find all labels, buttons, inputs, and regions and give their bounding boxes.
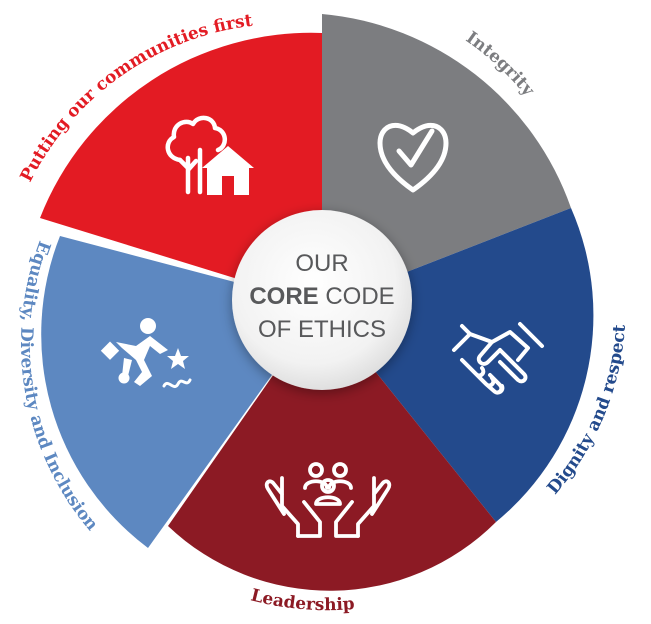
heart-check-icon bbox=[377, 122, 449, 193]
center-core-word: CORE bbox=[249, 283, 318, 310]
people-hands-icon bbox=[264, 462, 392, 538]
segment-communities bbox=[40, 32, 322, 305]
house-shape bbox=[202, 146, 254, 195]
center-line-1: OUR bbox=[295, 250, 348, 277]
center-line-2: CORE CODE bbox=[249, 283, 394, 310]
dancing-person-icon bbox=[100, 318, 192, 389]
handshake-icon bbox=[452, 322, 544, 395]
center-circle bbox=[232, 210, 412, 390]
center-code-word: CODE bbox=[319, 283, 395, 310]
segment-leadership bbox=[168, 305, 496, 591]
tree-house-icon bbox=[165, 115, 227, 195]
center-line-3: OF ETHICS bbox=[258, 316, 386, 343]
